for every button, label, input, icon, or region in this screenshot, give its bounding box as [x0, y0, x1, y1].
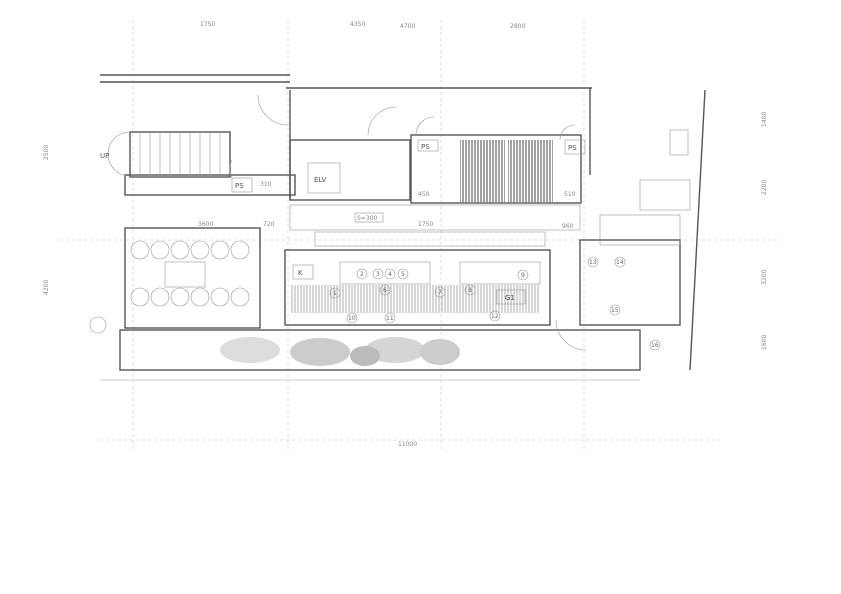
svg-text:12: 12 [491, 313, 499, 320]
dimension-top-4: 2800 [510, 23, 525, 30]
dimension-top-1: 1750 [200, 21, 215, 28]
label-ps: PS [235, 182, 244, 190]
svg-text:13: 13 [589, 259, 597, 266]
svg-text:2: 2 [360, 271, 364, 278]
label-ps: PS [568, 144, 577, 152]
dimension-bottom: 11000 [398, 441, 417, 448]
dimension-top-3: 4700 [400, 23, 415, 30]
grid-lines [60, 20, 780, 450]
svg-text:5: 5 [401, 271, 405, 278]
svg-text:6: 6 [383, 287, 387, 294]
hatched-shelving [460, 140, 505, 202]
svg-text:14: 14 [616, 259, 624, 266]
dimension-right-3: 3200 [761, 270, 768, 285]
dimension-top-2: 4350 [350, 21, 365, 28]
dimension-label: 450 [418, 191, 430, 198]
dimension-right-1: 1400 [761, 112, 768, 127]
svg-text:16: 16 [651, 342, 659, 349]
dimension-left-1: 2500 [43, 145, 50, 160]
svg-text:15: 15 [611, 307, 619, 314]
label-stair-rise: S=300 [357, 215, 377, 222]
svg-text:10: 10 [348, 315, 356, 322]
label-k: K [298, 269, 303, 277]
label-elevator: ELV [314, 176, 327, 184]
dimension-right-4: 1600 [761, 335, 768, 350]
dimension-label: 960 [562, 223, 574, 230]
dimension-left-2: 4200 [43, 280, 50, 295]
svg-text:3: 3 [376, 271, 380, 278]
svg-text:7: 7 [438, 289, 442, 296]
dimension-label: 3600 [198, 221, 213, 228]
planting [220, 337, 460, 366]
numbered-equipment: 1 2 3 4 5 6 7 8 9 10 11 12 13 14 15 16 [329, 256, 661, 351]
dimension-right-2: 2200 [761, 180, 768, 195]
label-up: UP [100, 152, 109, 160]
svg-text:8: 8 [468, 287, 472, 294]
dimension-label: 1750 [418, 221, 433, 228]
svg-text:11: 11 [386, 315, 394, 322]
svg-text:9: 9 [521, 272, 525, 279]
doors [229, 94, 587, 351]
svg-text:1: 1 [333, 290, 337, 297]
label-g1: G1 [505, 294, 515, 302]
svg-text:4: 4 [388, 271, 392, 278]
dimension-label: 510 [564, 191, 576, 198]
seating [89, 240, 250, 334]
label-ps: PS [421, 143, 430, 151]
dimension-label: 720 [263, 221, 275, 228]
walls [100, 74, 706, 381]
counter-hatch [290, 285, 540, 313]
hatched-shelving [508, 140, 553, 202]
stair [107, 131, 221, 177]
dimension-label: 310 [260, 181, 272, 188]
